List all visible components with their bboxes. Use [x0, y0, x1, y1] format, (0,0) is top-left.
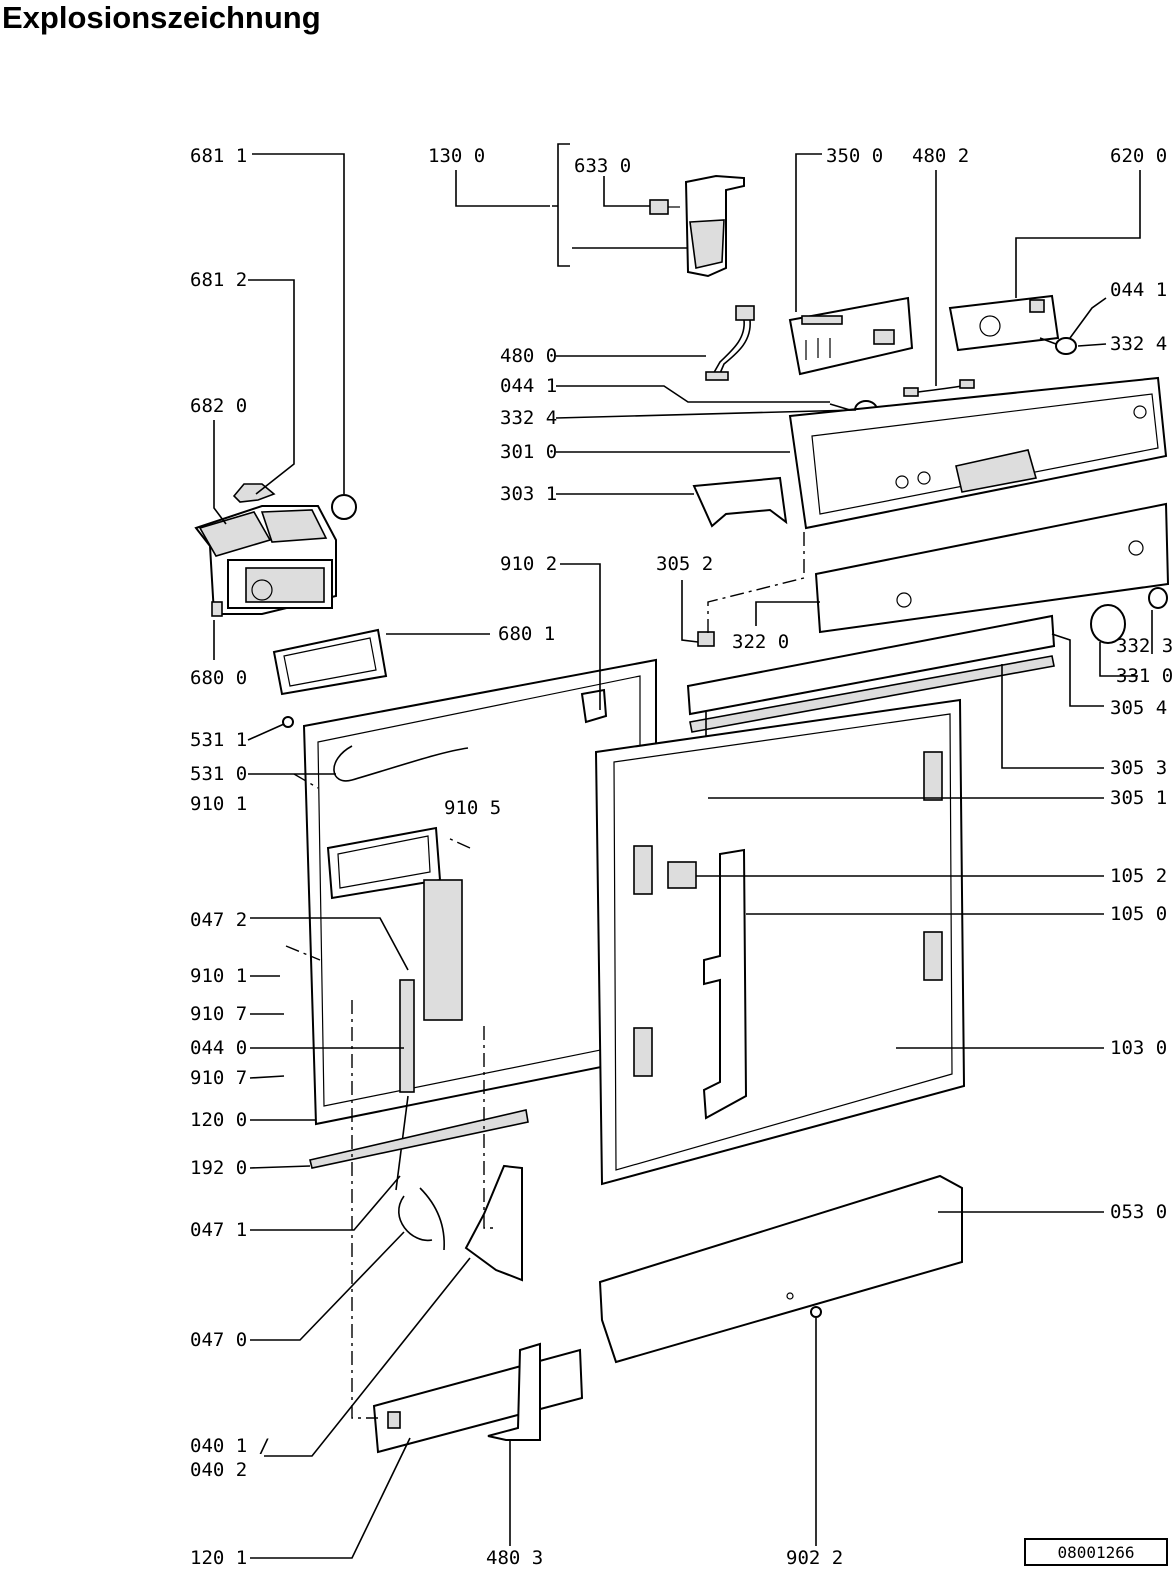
part-rails-305 [686, 614, 1056, 733]
label-044-0: 044 0 [190, 1037, 247, 1059]
dashed-guide-lines [285, 532, 805, 1419]
part-screw-902-2 [810, 1306, 822, 1318]
part-gasket-680-1 [272, 628, 388, 696]
label-480-0: 480 0 [500, 345, 557, 367]
part-programmer-620-0 [948, 294, 1060, 352]
label-105-0: 105 0 [1110, 903, 1167, 925]
part-hinge-047 [398, 1187, 445, 1251]
part-cable-531-0 [282, 716, 469, 782]
label-044-1: 044 1 [500, 375, 557, 397]
part-latch-130-0 [649, 174, 745, 278]
part-leg-480-3 [487, 1342, 541, 1441]
label-040-1: 040 1 / [190, 1435, 270, 1457]
label-105-2: 105 2 [1110, 865, 1167, 887]
label-103-0: 103 0 [1110, 1037, 1167, 1059]
part-681-1 [331, 494, 357, 520]
label-305-4: 305 4 [1110, 697, 1167, 719]
label-332-4-right: 332 4 [1110, 333, 1167, 355]
label-044-1-right: 044 1 [1110, 279, 1167, 301]
label-332-4: 332 4 [500, 407, 557, 429]
part-pcb-350-0 [788, 296, 914, 376]
label-305-1: 305 1 [1110, 787, 1167, 809]
label-910-7-b: 910 7 [190, 1067, 247, 1089]
label-531-1: 531 1 [190, 729, 247, 751]
part-bracket-303-1 [692, 476, 788, 528]
leader-lines [213, 143, 1153, 1559]
part-plinth-053-0 [598, 1174, 963, 1364]
label-680-1: 680 1 [498, 623, 555, 645]
label-332-3: 332 3 [1116, 635, 1173, 657]
label-120-0: 120 0 [190, 1109, 247, 1131]
label-305-3: 305 3 [1110, 757, 1167, 779]
part-labels: 681 1 130 0 633 0 350 0 480 2 620 0 681 … [190, 145, 1173, 1569]
page-title: Explosionszeichnung [2, 0, 321, 35]
label-130-0: 130 0 [428, 145, 485, 167]
label-910-2: 910 2 [500, 553, 557, 575]
label-053-0: 053 0 [1110, 1201, 1167, 1223]
label-192-0: 192 0 [190, 1157, 247, 1179]
part-door-103-0 [594, 698, 966, 1186]
label-350-0: 350 0 [826, 145, 883, 167]
label-480-3: 480 3 [486, 1547, 543, 1569]
label-047-2: 047 2 [190, 909, 247, 931]
label-902-2: 902 2 [786, 1547, 843, 1569]
label-047-1: 047 1 [190, 1219, 247, 1241]
part-switch-305-2 [697, 631, 715, 647]
label-681-2: 681 2 [190, 269, 247, 291]
part-frame-120-0 [302, 658, 657, 1126]
label-682-0: 682 0 [190, 395, 247, 417]
part-cable-480-2 [903, 379, 975, 397]
part-panel-front-322-0 [814, 502, 1170, 634]
part-dispenser-682-0 [194, 505, 337, 617]
label-305-2: 305 2 [656, 553, 713, 575]
part-bracket-040 [464, 1164, 523, 1282]
label-040-2: 040 2 [190, 1459, 247, 1481]
part-681-2 [232, 483, 276, 503]
label-480-2: 480 2 [912, 145, 969, 167]
label-620-0: 620 0 [1110, 145, 1167, 167]
label-322-0: 322 0 [732, 631, 789, 653]
label-331-0: 331 0 [1116, 665, 1173, 687]
label-910-1-b: 910 1 [190, 965, 247, 987]
label-681-1: 681 1 [190, 145, 247, 167]
part-knob-331-0 [1090, 604, 1126, 644]
label-680-0: 680 0 [190, 667, 247, 689]
label-301-0: 301 0 [500, 441, 557, 463]
label-910-7-a: 910 7 [190, 1003, 247, 1025]
label-047-0: 047 0 [190, 1329, 247, 1351]
label-910-1-a: 910 1 [190, 793, 247, 815]
label-120-1: 120 1 [190, 1547, 247, 1569]
label-303-1: 303 1 [500, 483, 557, 505]
part-control-panel-301-0 [788, 376, 1168, 530]
part-spring-044-1-right [1039, 337, 1077, 355]
part-strip-192-0 [309, 1109, 529, 1169]
part-cable-480-0 [705, 305, 755, 381]
label-910-5: 910 5 [444, 797, 501, 819]
part-lower-bracket-120-1 [372, 1348, 584, 1454]
document-number-box: 08001266 [1024, 1538, 1168, 1566]
part-knob-332-3 [1148, 587, 1168, 609]
label-633-0: 633 0 [574, 155, 631, 177]
label-531-0: 531 0 [190, 763, 247, 785]
